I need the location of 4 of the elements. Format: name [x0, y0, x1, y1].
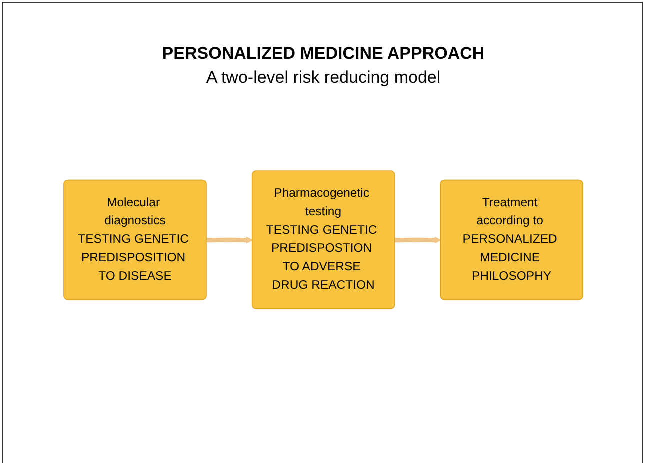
- subtitle: A two-level risk reducing model: [205, 68, 442, 88]
- title: PERSONALIZED MEDICINE APPROACH: [161, 44, 486, 64]
- arrow: [206, 236, 254, 244]
- arrow: [395, 236, 442, 244]
